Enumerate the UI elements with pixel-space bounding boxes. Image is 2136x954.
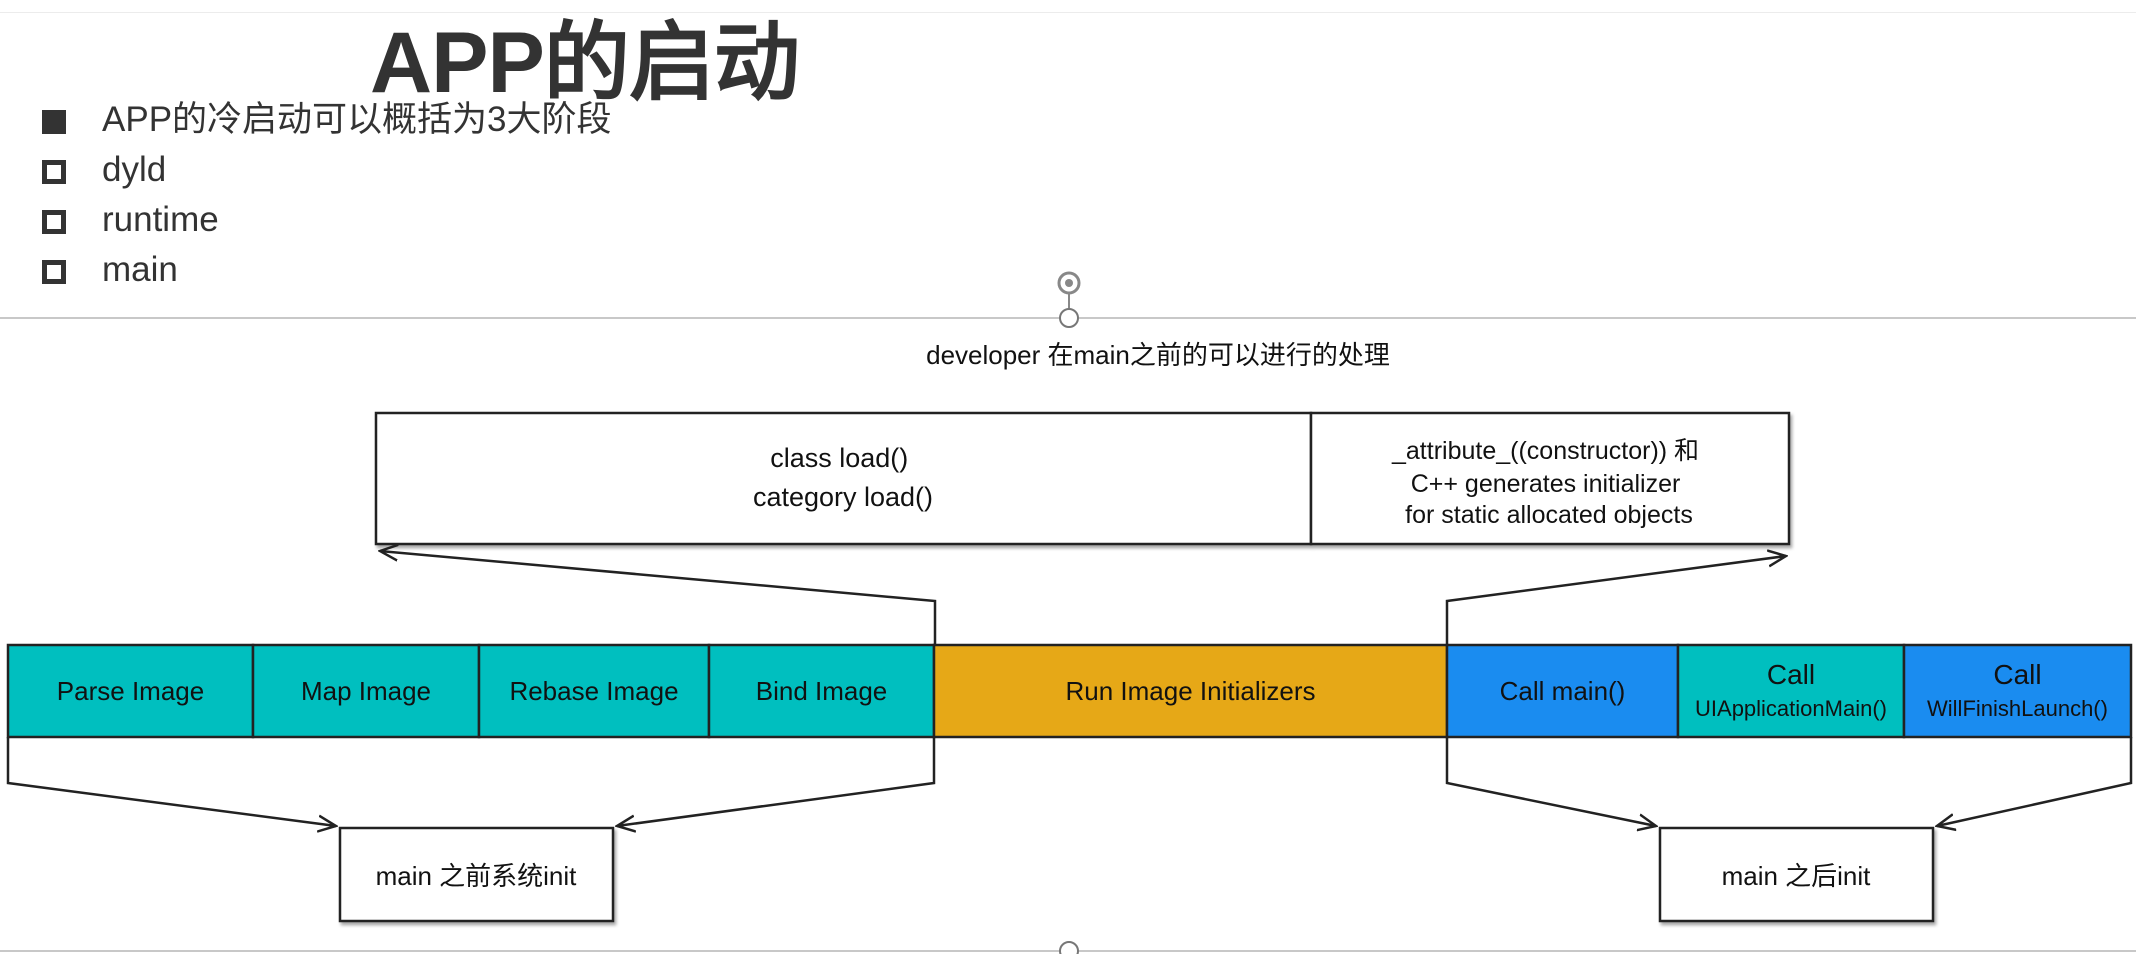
stage-cell: Parse Image xyxy=(6,643,255,739)
stage-cell: Call main() xyxy=(1445,643,1680,739)
resize-handle-icon[interactable] xyxy=(1059,308,1079,328)
stage-cell: Bind Image xyxy=(707,643,936,739)
diagram-heading: developer 在main之前的可以进行的处理 xyxy=(926,340,1390,370)
pre-main-init-label: main 之前系统init xyxy=(376,861,578,891)
slide-title: APP的启动 xyxy=(370,15,800,111)
stage-cell: Rebase Image xyxy=(477,643,711,739)
stage-label: Bind Image xyxy=(756,676,888,706)
constructor-box xyxy=(1309,411,1791,546)
stage-label: Run Image Initializers xyxy=(1066,676,1316,706)
load-methods-line: category load() xyxy=(753,482,933,512)
pre-main-init-box xyxy=(338,826,615,923)
stage-block xyxy=(1902,643,2133,739)
stage-label-line: Call main() xyxy=(1500,676,1626,706)
stage-cell: Run Image Initializers xyxy=(932,643,1449,739)
stage-block xyxy=(1445,643,1680,739)
stage-block xyxy=(477,643,711,739)
load-methods-line: class load() xyxy=(770,443,908,473)
stage-label-line: Bind Image xyxy=(756,676,888,706)
constructor-line: for static allocated objects xyxy=(1405,501,1693,529)
stage-label-line: UIApplicationMain() xyxy=(1695,696,1887,721)
constructor-line: _attribute_((constructor)) 和 xyxy=(1391,437,1699,465)
stage-label-line: Run Image Initializers xyxy=(1066,676,1316,706)
connector-lines xyxy=(6,551,2133,826)
stage-bar: Parse Image Map Image Rebase Image Bind Ima… xyxy=(6,643,2133,739)
stage-label: Rebase Image xyxy=(509,676,678,706)
post-main-init-label: main 之后init xyxy=(1722,861,1872,891)
rotate-handle-icon[interactable] xyxy=(1057,271,1081,295)
connector-arrow xyxy=(1445,556,1786,645)
bullet-text: main xyxy=(102,250,178,289)
connector-arrow xyxy=(1937,737,2133,826)
stage-label-line: Call xyxy=(1993,659,2041,690)
bullet-item: runtime xyxy=(42,195,612,245)
stage-cell: Map Image xyxy=(251,643,481,739)
stage-block xyxy=(1676,643,1906,739)
hollow-square-bullet-icon xyxy=(42,160,66,184)
filled-square-bullet-icon xyxy=(42,110,66,134)
stage-label-line: Parse Image xyxy=(57,676,204,706)
bullet-text: dyld xyxy=(102,150,167,189)
hollow-square-bullet-icon xyxy=(42,210,66,234)
constructor-label: _attribute_((constructor)) 和 C++ generat… xyxy=(1391,437,1706,529)
top-divider xyxy=(0,12,2136,13)
resize-handle-icon[interactable] xyxy=(1059,941,1079,954)
stage-label: Call main() xyxy=(1500,676,1626,706)
stage-label: Parse Image xyxy=(57,676,204,706)
bullet-text: APP的冷启动可以概括为3大阶段 xyxy=(102,100,612,139)
bullet-text: runtime xyxy=(102,200,219,239)
bullet-item: main xyxy=(42,245,612,295)
bullet-list: APP的冷启动可以概括为3大阶段 dyld runtime main xyxy=(42,95,612,295)
connector-arrow xyxy=(380,551,937,645)
hollow-square-bullet-icon xyxy=(42,260,66,284)
stage-label-line: WillFinishLaunch() xyxy=(1927,696,2108,721)
stage-label-line: Map Image xyxy=(301,676,431,706)
load-methods-label: class load() category load() xyxy=(753,443,933,512)
post-main-init-box xyxy=(1658,826,1935,923)
bullet-item: APP的冷启动可以概括为3大阶段 xyxy=(42,95,612,145)
stage-label-line: Call xyxy=(1767,659,1815,690)
load-methods-box xyxy=(374,411,1313,546)
connector-arrow xyxy=(6,737,336,826)
connector-arrow xyxy=(1445,737,1656,826)
stage-block xyxy=(6,643,255,739)
constructor-line: C++ generates initializer xyxy=(1411,470,1681,498)
stage-label: Map Image xyxy=(301,676,431,706)
bullet-item: dyld xyxy=(42,145,612,195)
stage-label-line: Rebase Image xyxy=(509,676,678,706)
connector-arrow xyxy=(617,737,936,826)
stage-block xyxy=(251,643,481,739)
